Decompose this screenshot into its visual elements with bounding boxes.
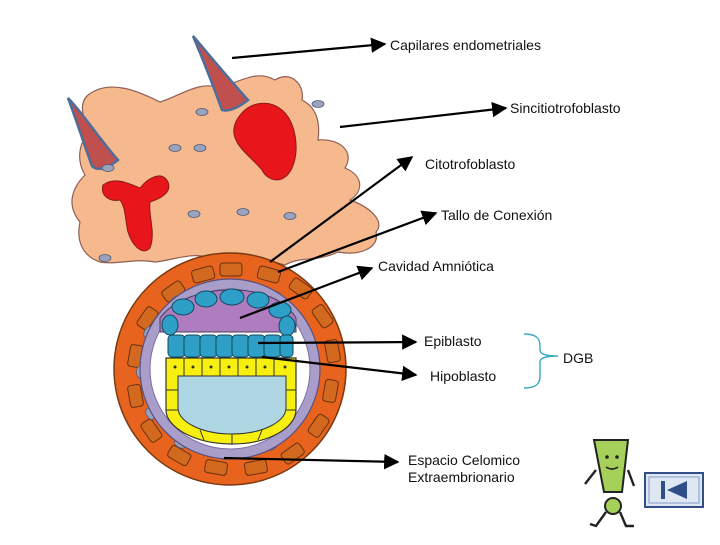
skip-back-icon xyxy=(644,472,704,508)
hypoblast-nuclei xyxy=(173,365,287,369)
capillary-lower xyxy=(101,175,170,252)
label-epiblasto: Epiblasto xyxy=(424,333,482,349)
label-hipoblasto: Hipoblasto xyxy=(430,368,497,384)
label-citotrofo: Citotrofoblasto xyxy=(425,156,516,172)
label-capilares: Capilares endometriales xyxy=(390,37,541,53)
arrow-citotrofo xyxy=(269,156,414,263)
capillary-upper xyxy=(233,102,297,181)
label-espacio: Espacio Celomico Extraembrionario xyxy=(408,452,521,485)
label-dgb: DGB xyxy=(563,350,594,366)
yolk-sac-cavity xyxy=(177,375,287,435)
pointer-arrows xyxy=(223,37,508,470)
arrow-hipoblasto xyxy=(261,355,418,382)
arrow-cavidad xyxy=(239,265,374,320)
hypoblast-cell-lines xyxy=(166,358,296,444)
back-to-start-button[interactable] xyxy=(644,472,704,508)
amnioblast-cells xyxy=(161,288,296,337)
endometrium-nuclei xyxy=(98,100,325,262)
label-cavidad: Cavidad Amniótica xyxy=(378,258,494,274)
label-tallo: Tallo de Conexión xyxy=(441,207,553,223)
epiblast-layer xyxy=(167,334,294,358)
arrow-espacio xyxy=(223,453,400,470)
dgb-brace xyxy=(523,333,559,389)
arrow-tallo xyxy=(277,210,438,274)
arrow-sincitio xyxy=(339,101,508,129)
arrow-epiblasto xyxy=(257,334,418,350)
label-sincitio: Sincitiotrofoblasto xyxy=(510,100,621,116)
exclamation-mascot-icon xyxy=(584,439,636,528)
thorn-right xyxy=(191,35,250,112)
arrow-capilares xyxy=(231,37,387,60)
